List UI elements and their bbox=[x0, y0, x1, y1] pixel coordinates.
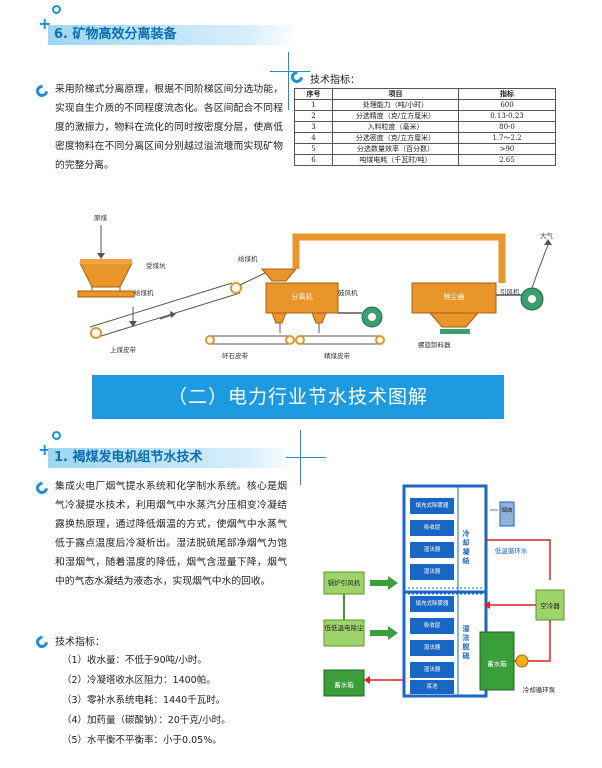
table-cell: 处理能力（吨/小时） bbox=[332, 99, 459, 111]
divider-vertical bbox=[288, 52, 289, 110]
label-blower: 鼓风机 bbox=[338, 289, 358, 297]
divider-horizontal bbox=[270, 71, 310, 72]
bullet-c-icon bbox=[33, 479, 51, 497]
table-cell: 2.65 bbox=[458, 154, 556, 166]
table-header: 指标 bbox=[458, 88, 556, 100]
tower-label-desulfur: 湿法脱硫 bbox=[462, 625, 470, 660]
table-cell: 2 bbox=[294, 110, 333, 122]
table-cell: 分选密度（克/立方厘米） bbox=[332, 132, 459, 144]
label-feeder: 给煤机 bbox=[134, 289, 154, 297]
table-cell: 3 bbox=[294, 121, 333, 133]
label-separator: 分离机 bbox=[291, 293, 313, 301]
indicator-item: （5）水平衡不平衡率：小于0.05%。 bbox=[62, 735, 222, 746]
hopper-shape bbox=[79, 262, 133, 288]
label-air-cooler: 空冷器 bbox=[540, 602, 560, 610]
label-storage-1: 蓄水箱 bbox=[334, 681, 354, 689]
label-feeder-2: 给煤机 bbox=[238, 255, 258, 263]
indicator-item: （1）收水量：不低于90吨/小时。 bbox=[62, 655, 207, 666]
bullet-c-icon bbox=[33, 633, 51, 651]
label-screw-discharger: 螺旋卸料器 bbox=[418, 341, 451, 349]
label-atmosphere: 大气 bbox=[540, 232, 553, 240]
water-recovery-diagram bbox=[323, 484, 565, 698]
label-hopper: 受煤坑 bbox=[146, 262, 166, 270]
section-title: 1. 褐煤发电机组节水技术 bbox=[48, 448, 298, 468]
table-cell: 0.13-0.23 bbox=[458, 110, 556, 122]
table-cell: 600 bbox=[458, 99, 556, 111]
tower-item: 湿法器 bbox=[423, 645, 441, 651]
table-cell: 入料粒度（毫米） bbox=[332, 121, 459, 133]
label-esp: 低低温电除尘 bbox=[324, 624, 364, 632]
section-description: 集成火电厂烟气提水系统和化学制水系统。核心是烟气冷凝提水技术，利用烟气中水蒸汽分… bbox=[55, 481, 287, 587]
bullet-c-icon bbox=[33, 82, 51, 100]
label-chimney: 烟囱 bbox=[501, 508, 513, 514]
tower-item: 吸收层 bbox=[423, 525, 441, 531]
tower-item: 填充式除雾器 bbox=[415, 503, 449, 509]
table-cell: 分选精度（克/立方厘米） bbox=[332, 110, 459, 122]
tower-label-cooling: 冷却凝结 bbox=[462, 530, 470, 565]
tower-item: 湿法器 bbox=[423, 667, 441, 673]
label-cooling-pump: 冷却循环泵 bbox=[522, 686, 556, 694]
feeder-shape bbox=[77, 290, 135, 298]
chapter-banner: （二）电力行业节水技术图解 bbox=[92, 375, 504, 419]
tower-item: 湿法器 bbox=[423, 547, 441, 553]
table-header: 项目 bbox=[332, 88, 459, 100]
table-cell: 分选数量效率（百分数） bbox=[332, 143, 459, 155]
table-cell: 4 bbox=[294, 132, 333, 144]
label-raw-coal: 原煤 bbox=[94, 214, 107, 222]
indicator-item: （2）冷凝塔收水区阻力：1400帕。 bbox=[62, 675, 216, 686]
tower-item: 填充式除雾器 bbox=[415, 601, 449, 607]
table-cell: 80-0 bbox=[458, 121, 556, 133]
separation-process-diagram bbox=[77, 225, 552, 345]
ring-decoration bbox=[52, 5, 61, 14]
table-cell: 1.7～2.2 bbox=[458, 132, 556, 144]
tower-item: 吸收层 bbox=[423, 623, 441, 629]
table-cell: 5 bbox=[294, 143, 333, 155]
label-dust-collector: 除尘器 bbox=[443, 293, 465, 301]
label-gangue-belt: 矸石皮带 bbox=[222, 352, 248, 360]
separator-shape bbox=[265, 282, 339, 314]
ring-decoration bbox=[52, 431, 61, 440]
table-cell: 吨煤电耗（千瓦时/吨） bbox=[332, 154, 459, 166]
section-title: 6. 矿物高效分离装备 bbox=[48, 25, 298, 45]
label-belt-up: 上煤皮带 bbox=[110, 346, 136, 354]
table-cell: 6 bbox=[294, 154, 333, 166]
section-description: 采用阶梯式分离原理，根据不同阶梯区间分选功能，实现自生介质的不同程度流态化。各区… bbox=[55, 84, 283, 171]
label-boiler-fan: 锅炉引风机 bbox=[327, 579, 361, 587]
spec-title: 技术指标： bbox=[55, 637, 105, 648]
spec-title: 技术指标： bbox=[310, 75, 360, 86]
label-low-temp-loop: 低温循环水 bbox=[494, 547, 528, 555]
indicator-item: （4）加药量（碳酸钠）：20千克/小时。 bbox=[62, 715, 231, 726]
table-header-row: 序号 项目 指标 bbox=[294, 88, 556, 100]
tower-item: 湿法器 bbox=[423, 569, 441, 575]
indicator-item: （3）零补水系统电耗：1440千瓦时。 bbox=[62, 695, 226, 706]
table-header: 序号 bbox=[294, 88, 333, 100]
table-cell: 1 bbox=[294, 99, 333, 111]
table-cell: >90 bbox=[458, 143, 556, 155]
label-clean-belt: 精煤皮带 bbox=[324, 352, 350, 360]
label-storage-2: 蓄水箱 bbox=[487, 660, 507, 668]
tower-item: 浆池 bbox=[426, 684, 438, 690]
label-induced-fan: 引风机 bbox=[500, 288, 520, 296]
divider-horizontal bbox=[286, 457, 326, 458]
